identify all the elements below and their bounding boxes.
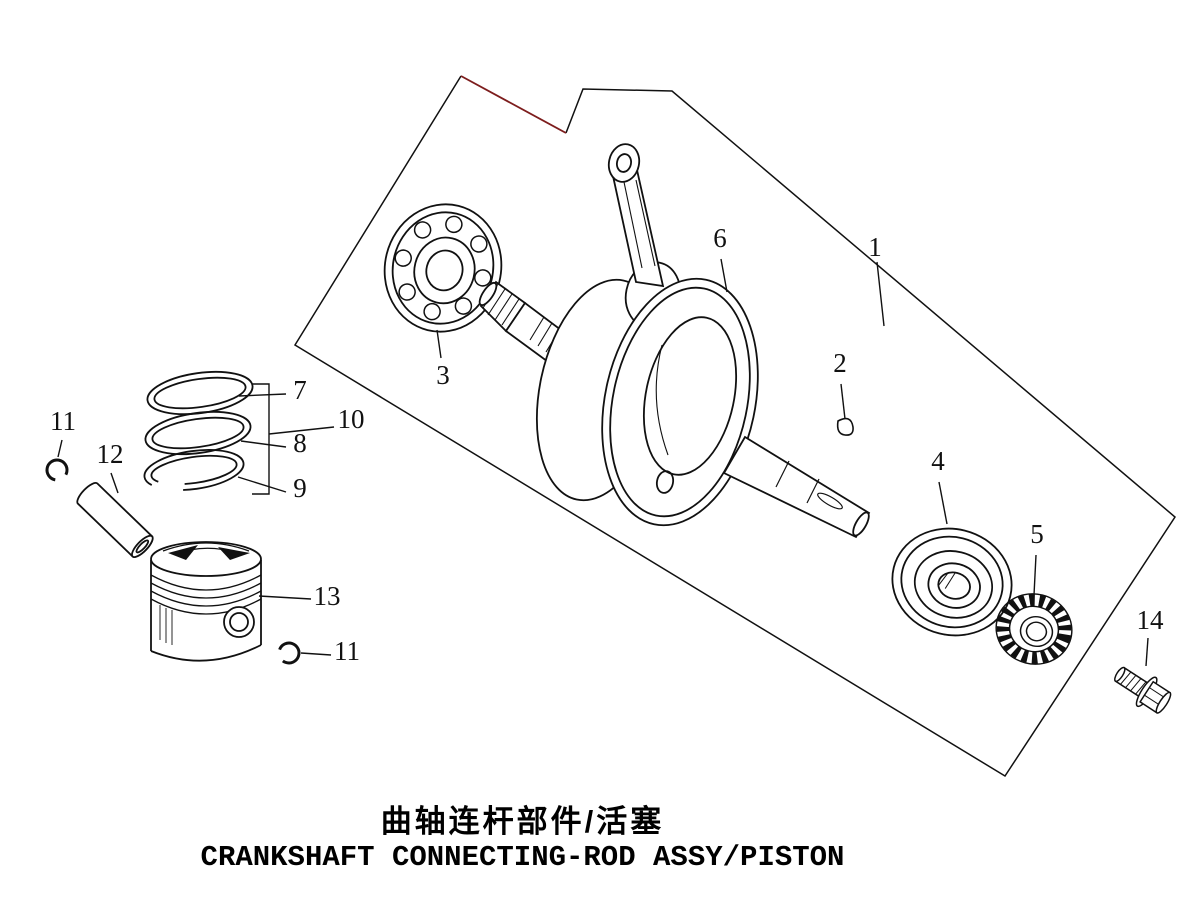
- leader-4: [938, 481, 948, 525]
- keyway-slot: [817, 492, 843, 510]
- bolt-head-end: [1155, 691, 1172, 714]
- ring-set-bracket: [252, 383, 270, 495]
- callout-11-right: 11: [334, 636, 360, 666]
- shaft-tip-cap: [478, 281, 498, 307]
- callout-9: 9: [293, 473, 307, 503]
- web-inner-shade-arc: [655, 344, 669, 456]
- callout-11-left: 11: [50, 406, 76, 436]
- bearing4-bore-shading: [938, 572, 956, 589]
- right-shaft-tip: [852, 511, 870, 537]
- flange-bolt: [1114, 666, 1172, 714]
- callout-10: 10: [338, 404, 365, 434]
- piston-ring-second: [144, 410, 252, 456]
- callout-1: 1: [868, 232, 882, 262]
- assembly-boundary-box: [293, 75, 1176, 778]
- callout-3: 3: [436, 360, 450, 390]
- ball-bearing-left: [383, 203, 503, 333]
- skirt-shading: [159, 605, 173, 645]
- rod-small-end: [607, 143, 641, 183]
- leader-9: [237, 476, 287, 493]
- piston: [150, 541, 262, 662]
- callout-8: 8: [293, 428, 307, 458]
- leader-5: [1033, 554, 1037, 596]
- rod-ibeam-lines: [623, 179, 656, 269]
- callout-14: 14: [1137, 605, 1165, 635]
- piston-skirt-bottom: [150, 644, 262, 662]
- leader-12: [110, 472, 119, 494]
- web-front-small-hole: [655, 470, 675, 494]
- callout-12: 12: [97, 439, 124, 469]
- callout-6: 6: [713, 223, 727, 253]
- woodruff-key: [836, 417, 854, 436]
- crank-right-shaft: [722, 435, 871, 539]
- rod-small-end-bore: [616, 153, 632, 173]
- callout-2: 2: [833, 348, 847, 378]
- oil-ring: [143, 449, 245, 491]
- leader-13: [258, 595, 312, 600]
- gear-tip-circle: [995, 593, 1073, 665]
- web-front-hole: [642, 316, 738, 476]
- piston-crown: [150, 541, 262, 577]
- leader-11b: [300, 652, 332, 656]
- web-front-outline: [601, 277, 759, 527]
- leader-1: [876, 261, 885, 327]
- primary-drive-gear: [995, 593, 1073, 665]
- circlip-right: [277, 641, 301, 665]
- title-chinese: 曲轴连杆部件/活塞: [380, 804, 665, 839]
- pin-bore: [135, 539, 150, 554]
- circlip-left: [45, 458, 69, 482]
- bearing4-bore: [937, 571, 971, 600]
- boundary-accent-edge: [460, 75, 567, 134]
- bearing-balls: [394, 215, 492, 321]
- leader-14: [1145, 637, 1149, 667]
- leader-10: [268, 426, 335, 435]
- bolt-tip: [1114, 666, 1126, 683]
- callout-13: 13: [314, 581, 341, 611]
- gear-bore: [1025, 621, 1048, 642]
- leader-2: [840, 383, 846, 420]
- leader-lines: [57, 258, 1149, 667]
- boundary-outline: [293, 75, 1176, 778]
- ring-grooves: [150, 574, 262, 615]
- crank-web-front: [601, 277, 759, 527]
- leader-7: [238, 393, 287, 397]
- gear-hub: [1019, 616, 1054, 648]
- valve-relief-wedges: [168, 545, 250, 560]
- leader-3: [436, 329, 442, 359]
- callout-7: 7: [293, 375, 307, 405]
- leader-11a: [57, 439, 63, 458]
- ball-bearing-right: [891, 527, 1013, 637]
- right-shaft-body: [722, 435, 871, 539]
- callout-5: 5: [1030, 519, 1044, 549]
- callout-4: 4: [931, 446, 945, 476]
- bearing-bore: [425, 249, 464, 292]
- leader-6: [720, 258, 728, 293]
- connecting-rod: [607, 143, 682, 329]
- diagram-titles: 曲轴连杆部件/活塞 CRANKSHAFT CONNECTING-ROD ASSY…: [0, 804, 1045, 876]
- title-english: CRANKSHAFT CONNECTING-ROD ASSY/PISTON: [200, 841, 845, 874]
- piston-pin: [76, 482, 154, 558]
- pin-boss-hole: [223, 606, 255, 638]
- piston-ring-set: [143, 370, 254, 491]
- callout-labels: 1 2 3 4 5 6 7 8 9 10 11 11 12 13 14: [50, 223, 1164, 666]
- bolt-thread-hatching: [1120, 671, 1147, 695]
- crankshaft-assembly: [478, 143, 871, 539]
- web-front-rim: [609, 286, 751, 518]
- gear-root-circle: [1008, 605, 1060, 653]
- gear-teeth: [996, 594, 1072, 664]
- pin-boss-bore: [229, 612, 249, 632]
- leader-8: [240, 440, 287, 448]
- shaft-step-lines: [775, 460, 820, 504]
